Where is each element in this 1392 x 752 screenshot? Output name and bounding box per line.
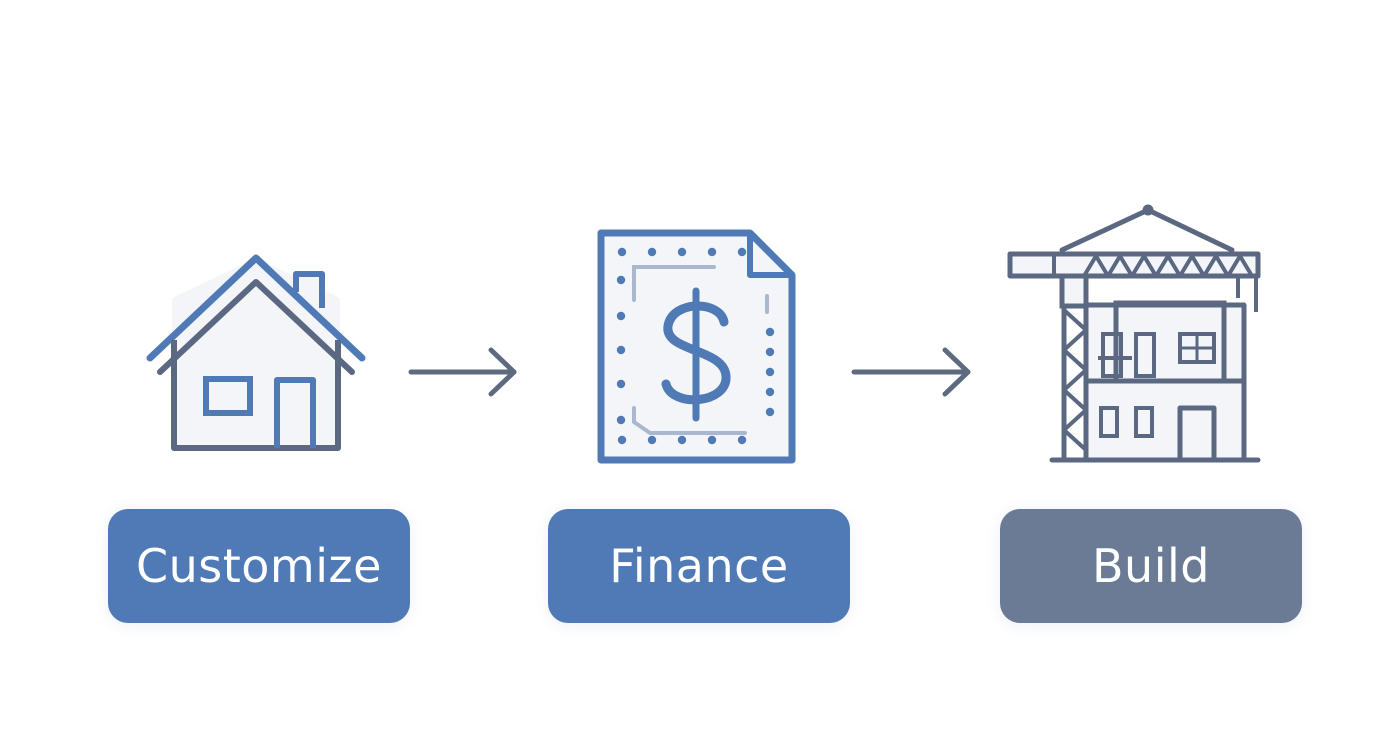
arrow-right-icon	[408, 347, 517, 397]
construction-crane-building-icon	[1007, 204, 1261, 463]
arrow-right-icon	[851, 347, 971, 397]
dollar-document-icon	[597, 229, 796, 464]
step-label-build: Build	[1000, 509, 1302, 623]
step-label-customize: Customize	[108, 509, 410, 623]
step-label-finance: Finance	[548, 509, 850, 623]
house-icon	[146, 254, 366, 451]
